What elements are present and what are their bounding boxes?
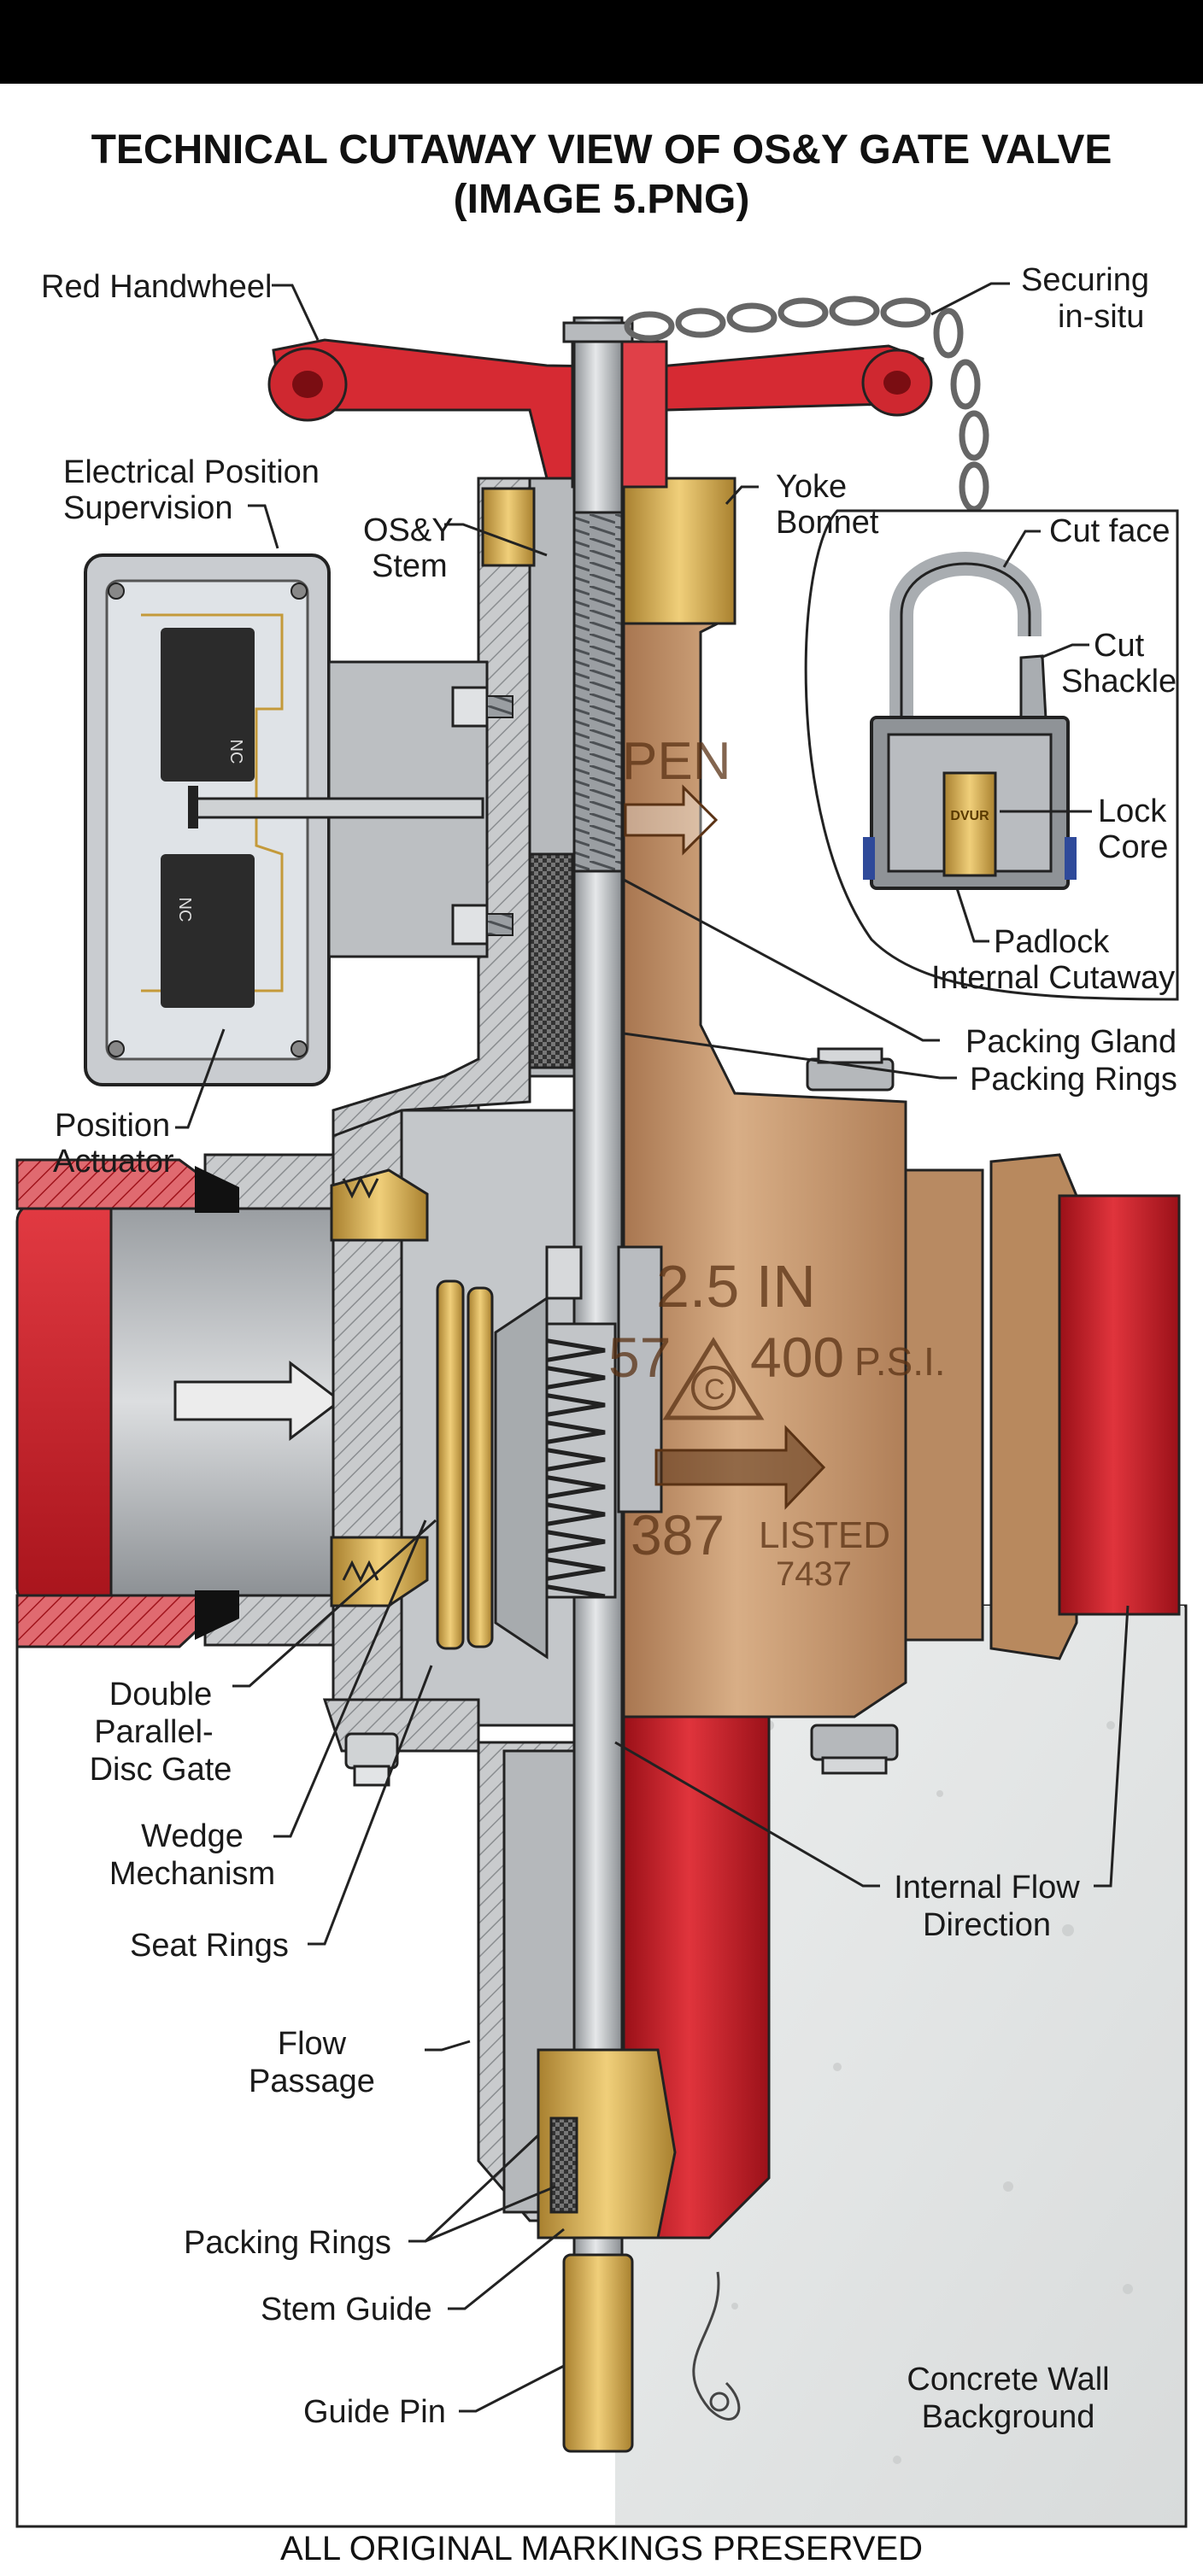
- label-red-handwheel: Red Handwheel: [41, 269, 272, 305]
- label-padlock-2: Internal Cutaway: [931, 960, 1175, 996]
- marking-400: 400: [750, 1326, 844, 1389]
- label-lock-core-2: Core: [1098, 829, 1168, 865]
- body-flow-arrow-icon: [654, 1425, 826, 1510]
- label-seat-rings: Seat Rings: [130, 1928, 289, 1964]
- label-packing-rings-bottom: Packing Rings: [184, 2225, 391, 2261]
- valve-body-exterior: [622, 477, 1181, 2239]
- double-disc-gate: [436, 1245, 583, 1660]
- callout-labels: Red Handwheel Securing in-situ Electrica…: [41, 262, 1177, 2435]
- top-black-bar: [0, 0, 1203, 84]
- label-securing-1: Securing: [1021, 262, 1149, 298]
- label-osy-stem-1: OS&Y: [363, 512, 454, 548]
- label-position-actuator-1: Position: [55, 1108, 170, 1144]
- diagram-subtitle: (IMAGE 5.PNG): [453, 177, 750, 222]
- padlock-cutaway-callout: DVUR: [804, 509, 1179, 1001]
- label-yoke-1: Yoke: [776, 469, 847, 505]
- security-chain: [624, 296, 989, 512]
- switch-nc-lower: NC: [175, 898, 194, 922]
- label-cut-shackle-2: Shackle: [1061, 664, 1177, 700]
- label-cut-face: Cut face: [1049, 513, 1171, 549]
- label-lock-core-1: Lock: [1098, 793, 1167, 829]
- label-wedge-2: Mechanism: [109, 1856, 275, 1892]
- label-concrete-2: Background: [922, 2399, 1095, 2435]
- switch-nc-upper: NC: [226, 740, 245, 764]
- marking-open: PEN: [622, 732, 731, 791]
- marking-size: 2.5 IN: [656, 1253, 816, 1320]
- label-guide-pin: Guide Pin: [303, 2394, 446, 2430]
- marking-psi: P.S.I.: [854, 1339, 946, 1384]
- label-concrete-1: Concrete Wall: [907, 2362, 1109, 2397]
- label-cut-shackle-1: Cut: [1094, 628, 1145, 664]
- footer-caption: ALL ORIGINAL MARKINGS PRESERVED: [279, 2530, 924, 2567]
- label-position-actuator-2: Actuator: [53, 1144, 174, 1180]
- electrical-supervision-box: NC NC: [84, 553, 513, 1086]
- open-arrow-icon: [624, 784, 719, 856]
- label-flow-passage-1: Flow: [278, 2026, 347, 2062]
- circle-c-icon: [691, 1366, 736, 1410]
- label-stem-guide: Stem Guide: [261, 2292, 432, 2327]
- label-padlock-1: Padlock: [994, 924, 1110, 960]
- label-securing-2: in-situ: [1058, 299, 1144, 335]
- stem-guide-assembly: [537, 2048, 741, 2453]
- label-osy-stem-2: Stem: [372, 548, 448, 584]
- label-electrical-1: Electrical Position: [63, 454, 320, 490]
- marking-7437: 7437: [776, 1555, 852, 1593]
- ul-triangle-icon: [662, 1337, 765, 1420]
- label-packing-rings-top: Packing Rings: [970, 1062, 1177, 1098]
- body-markings: PEN 2.5 IN 57 400 P.S.I. C 387 LISTED 74…: [608, 732, 946, 1593]
- lock-core-brand: DVUR: [950, 809, 989, 823]
- label-double-gate-3: Disc Gate: [90, 1752, 232, 1788]
- diagram-title: TECHNICAL CUTAWAY VIEW OF OS&Y GATE VALV…: [91, 127, 1112, 173]
- marking-listed: LISTED: [759, 1514, 890, 1556]
- label-yoke-2: Bonnet: [776, 505, 879, 541]
- label-packing-gland: Packing Gland: [965, 1024, 1177, 1060]
- marking-57: 57: [608, 1326, 671, 1389]
- label-electrical-2: Supervision: [63, 490, 233, 526]
- marking-387: 387: [631, 1503, 725, 1566]
- marking-circle-c: C: [704, 1373, 725, 1406]
- label-wedge-1: Wedge: [141, 1818, 244, 1854]
- leader-lines: [175, 282, 1130, 2413]
- inlet-flow-arrow-icon: [173, 1360, 343, 1442]
- label-double-gate-1: Double: [109, 1677, 212, 1712]
- label-double-gate-2: Parallel-: [94, 1714, 213, 1750]
- label-internal-flow-2: Direction: [923, 1907, 1051, 1943]
- label-flow-passage-2: Passage: [249, 2064, 375, 2099]
- label-internal-flow-1: Internal Flow: [894, 1870, 1080, 1906]
